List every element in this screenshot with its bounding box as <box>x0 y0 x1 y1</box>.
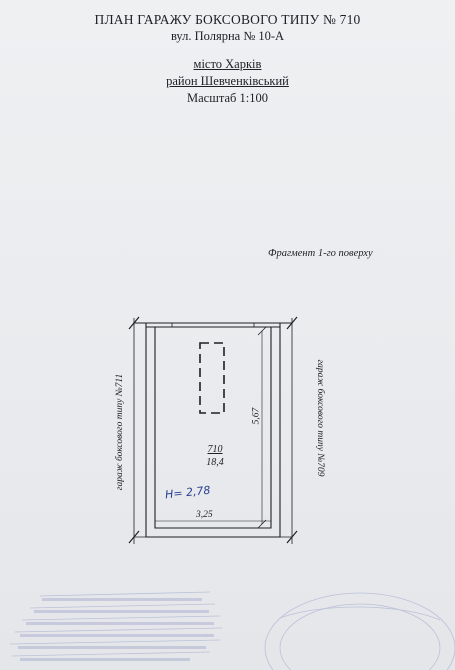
neighbor-right-label: гараж боксового типу №709 <box>315 359 325 477</box>
address-line: вул. Полярна № 10-А <box>170 29 285 43</box>
width-dimension: 3,25 <box>196 510 213 520</box>
city-line: місто Харків <box>193 57 262 71</box>
outer-wall <box>145 323 281 538</box>
inner-wall <box>154 327 272 529</box>
district-line: район Шевченківський <box>166 74 289 88</box>
fragment-label: Фрагмент 1-го поверху <box>268 248 373 259</box>
scale-line: Масштаб 1:100 <box>187 91 268 105</box>
document-title: ПЛАН ГАРАЖУ БОКСОВОГО ТИПУ № 710 <box>94 12 361 27</box>
length-dimension: 5,67 <box>251 407 262 425</box>
official-stamp <box>9 591 455 670</box>
neighbor-left-label: гараж боксового типу №711 <box>115 373 125 491</box>
inspection-pit <box>199 342 225 414</box>
room-area: 18,4 <box>206 457 224 468</box>
room-number: 710 <box>207 444 223 455</box>
